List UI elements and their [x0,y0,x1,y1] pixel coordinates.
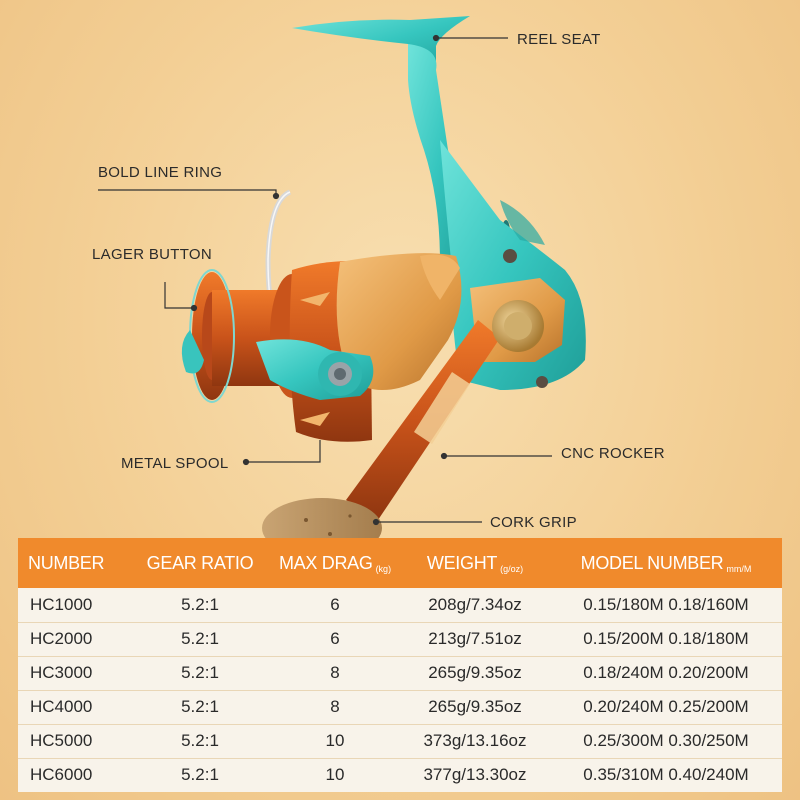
cell-gear-ratio: 5.2:1 [181,731,219,750]
header-weight-label: WEIGHT [426,552,498,573]
header-max-drag: MAX DRAG(kg) [270,538,400,588]
header-weight: WEIGHT(g/oz) [400,538,550,588]
callout-cnc-rocker: CNC ROCKER [561,445,665,462]
cell-weight: 213g/7.51oz [428,629,522,648]
cork-grip [262,498,382,540]
cell-model-number: 0.25/300M 0.30/250M [583,731,749,750]
cell-gear-ratio: 5.2:1 [181,697,219,716]
cell-gear-ratio: 5.2:1 [181,765,219,785]
cell-max-drag: 6 [330,594,340,614]
callout-leaders [98,34,552,526]
cell-weight: 377g/13.30oz [423,765,527,785]
cell-number: HC1000 [30,594,93,614]
cell-gear-ratio: 5.2:1 [181,594,219,614]
header-weight-unit: (g/oz) [500,563,524,574]
callout-metal-spool: METAL SPOOL [121,455,229,472]
cell-weight: 265g/9.35oz [428,697,522,716]
table-row: HC1000 5.2:1 6 208g/7.34oz 0.15/180M 0.1… [18,588,782,622]
cell-model-number: 0.15/200M 0.18/180M [583,629,749,648]
cell-number: HC4000 [30,697,93,716]
callout-cork-grip: CORK GRIP [490,514,577,531]
cell-number: HC5000 [30,731,93,750]
table-row: HC4000 5.2:1 8 265g/9.35oz 0.20/240M 0.2… [18,690,782,724]
table-row: HC3000 5.2:1 8 265g/9.35oz 0.18/240M 0.2… [18,656,782,690]
cell-weight: 208g/7.34oz [428,594,522,614]
bail-arm [256,339,374,400]
cell-max-drag: 6 [330,629,340,648]
header-max-drag-unit: (kg) [375,563,392,574]
callout-reel-seat: REEL SEAT [517,31,601,48]
table-row: HC6000 5.2:1 10 377g/13.30oz 0.35/310M 0… [18,758,782,792]
spec-table: NUMBER GEAR RATIO MAX DRAG(kg) WEIGHT(g/… [18,538,782,792]
product-illustration-area: REEL SEAT BOLD LINE RING LAGER BUTTON ME… [92,16,665,540]
table-row: HC5000 5.2:1 10 373g/13.16oz 0.25/300M 0… [18,724,782,758]
spinning-reel-illustration [98,16,586,540]
spec-header-row: NUMBER GEAR RATIO MAX DRAG(kg) WEIGHT(g/… [18,538,782,588]
header-gear-ratio: GEAR RATIO [146,552,254,573]
header-number: NUMBER [28,552,105,573]
header-model-number-label: MODEL NUMBER [580,552,724,573]
header-max-drag-label: MAX DRAG [278,552,373,573]
header-model-number-unit: mm/M [726,563,752,574]
spec-table-header: NUMBER GEAR RATIO MAX DRAG(kg) WEIGHT(g/… [18,538,782,588]
cell-model-number: 0.20/240M 0.25/200M [583,697,749,716]
spec-table-body: HC1000 5.2:1 6 208g/7.34oz 0.15/180M 0.1… [18,588,782,792]
table-row: HC2000 5.2:1 6 213g/7.51oz 0.15/200M 0.1… [18,622,782,656]
cell-weight: 265g/9.35oz [428,663,522,682]
cell-number: HC6000 [30,765,93,785]
cell-number: HC3000 [30,663,93,682]
cell-gear-ratio: 5.2:1 [181,629,219,648]
callout-lager-button: LAGER BUTTON [92,246,213,263]
cell-gear-ratio: 5.2:1 [181,663,219,682]
cell-model-number: 0.35/310M 0.40/240M [583,765,749,785]
callout-bold-line-ring: BOLD LINE RING [98,164,223,181]
cell-model-number: 0.18/240M 0.20/200M [583,663,749,682]
cell-number: HC2000 [30,629,93,648]
cell-max-drag: 8 [330,697,340,716]
cell-weight: 373g/13.16oz [423,731,527,750]
cell-max-drag: 10 [325,731,345,750]
cnc-rocker [346,300,544,520]
cell-max-drag: 10 [325,765,345,785]
cell-max-drag: 8 [330,663,340,682]
cell-model-number: 0.15/180M 0.18/160M [583,594,749,614]
